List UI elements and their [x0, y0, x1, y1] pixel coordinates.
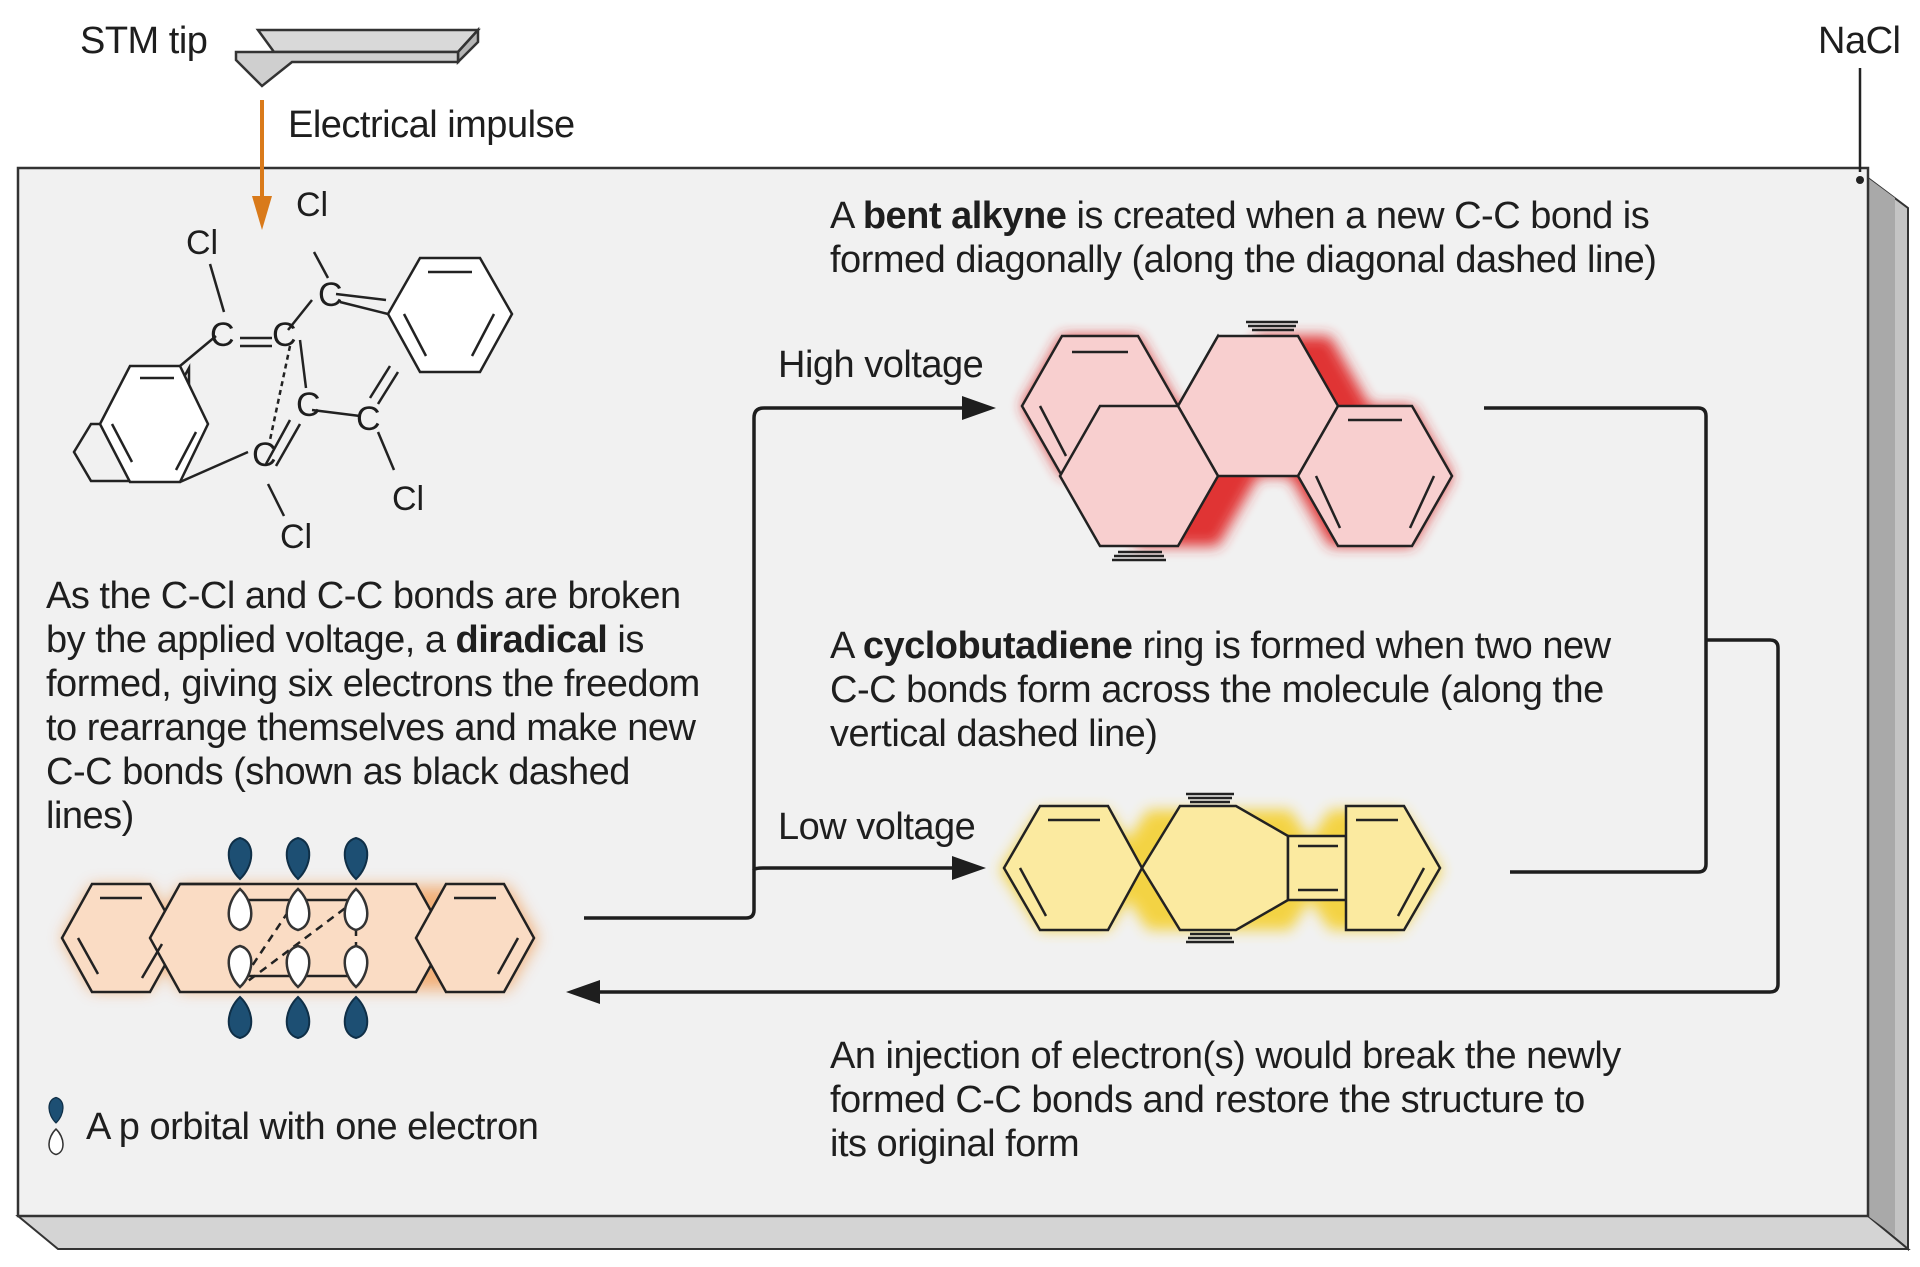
nacl-slab [15, 166, 1911, 1252]
electrical-impulse-arrow [252, 100, 272, 230]
cl-label-2: Cl [296, 186, 328, 224]
cyclobutadiene-text-post: ring is formed when two new C-C bonds fo… [830, 625, 1611, 755]
c-label-5: C [356, 400, 381, 438]
nacl-pointer [1856, 68, 1864, 184]
cbd-right-ring [1344, 804, 1442, 932]
arrowhead-return [566, 980, 600, 1004]
cyclobutadiene-term: cyclobutadiene [862, 625, 1133, 667]
alkyne-lower-ring [1058, 404, 1220, 548]
cl-label-4: Cl [280, 518, 312, 556]
c-label-6: C [252, 436, 277, 474]
c-label-1: C [210, 316, 235, 354]
injection-description: An injection of electron(s) would break … [830, 1035, 1621, 1165]
return-to-diradical [600, 638, 1780, 994]
c-label-4: C [296, 386, 321, 424]
high-voltage-label: High voltage [778, 344, 984, 386]
stm-tip-label: STM tip [80, 20, 208, 62]
stm-tip [234, 26, 481, 88]
cyclobutadiene-description: A cyclobutadiene ring is formed when two… [830, 624, 1630, 756]
c-label-3: C [318, 276, 343, 314]
tetrachloro-precursor [72, 251, 514, 517]
low-voltage-label: Low voltage [778, 806, 976, 848]
diradical-term: diradical [455, 619, 608, 661]
diradical-description: As the C-Cl and C-C bonds are broken by … [46, 574, 726, 838]
electrical-impulse-label: Electrical impulse [288, 104, 575, 146]
bent-alkyne-term: bent alkyne [862, 195, 1067, 237]
cbd-left-ring [1002, 804, 1144, 932]
arrowhead-high [962, 396, 996, 420]
diradical-text-post: is formed, giving six electrons the free… [46, 619, 700, 837]
nacl-label: NaCl [1818, 20, 1901, 62]
arrowhead-low [952, 856, 986, 880]
branch-to-low [752, 866, 952, 871]
diradical-molecule [60, 836, 538, 1040]
bent-alkyne-text-pre: A [830, 195, 863, 237]
diradical-text-pre: As the C-Cl and C-C bonds are broken by … [46, 575, 681, 661]
cl-label-3: Cl [392, 480, 424, 518]
reaction-arrows [584, 406, 1780, 994]
cyclobutadiene-text-pre: A [830, 625, 863, 667]
diradical-right-ring [414, 882, 536, 994]
cl-label-1: Cl [186, 224, 218, 262]
bent-alkyne-molecule [1020, 320, 1454, 562]
precursor-atom-labels: Cl Cl Cl Cl C C C C C C [186, 186, 424, 556]
alkyne-ring-4 [1296, 404, 1454, 548]
cyclobutadiene-molecule [1000, 792, 1442, 944]
diradical-to-branch [584, 406, 962, 920]
bent-alkyne-description: A bent alkyne is created when a new C-C … [830, 194, 1690, 282]
p-orbital-legend-label: A p orbital with one electron [86, 1106, 539, 1148]
bent-alkyne-text-post: is created when a new C-C bond is formed… [830, 195, 1657, 281]
arrowheads [566, 396, 996, 1004]
diradical-center [148, 882, 448, 994]
c-label-2: C [272, 316, 297, 354]
